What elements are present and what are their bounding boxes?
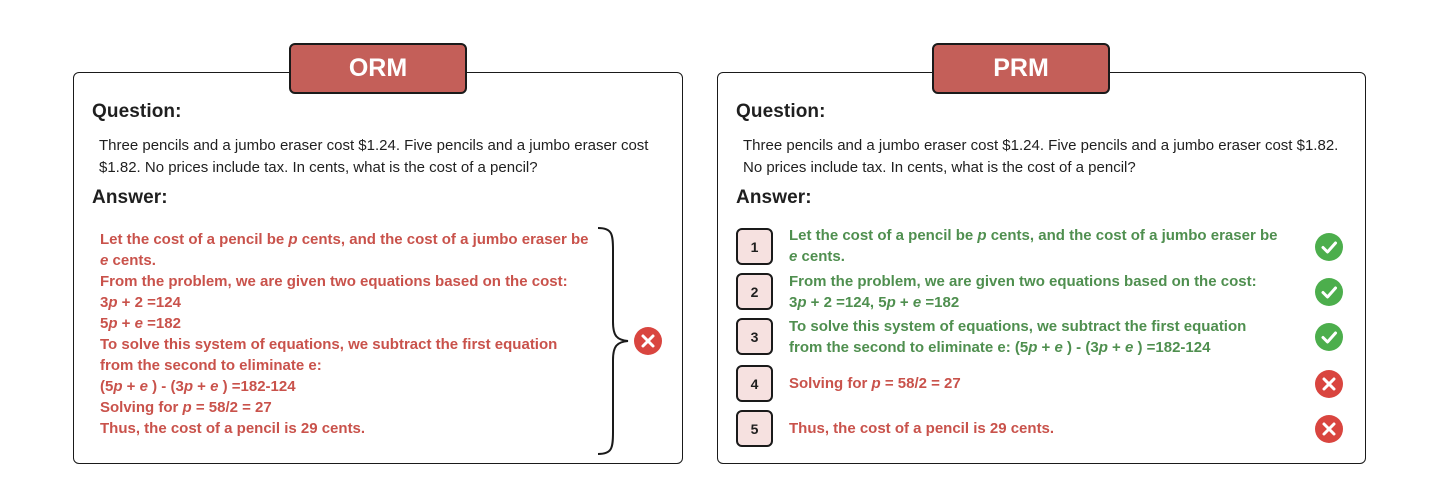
step-text: From the problem, we are given two equat… [789,273,1257,311]
prm-step-4: 4 Solving for p = 58/2 = 27 [736,365,1346,402]
step-number-badge: 1 [736,228,773,265]
prm-step-1: 1 Let the cost of a pencil be p cents, a… [736,227,1346,265]
check-icon [1315,278,1343,306]
orm-answer-line: To solve this system of equations, we su… [100,336,558,353]
check-icon [1315,323,1343,351]
orm-answer-line: Solving for p = 58/2 = 27 [100,399,272,416]
step-text: To solve this system of equations, we su… [789,318,1247,356]
orm-title-banner: ORM [289,43,467,94]
step-number-badge: 2 [736,273,773,310]
prm-step-3: 3 To solve this system of equations, we … [736,318,1346,356]
step-text: Thus, the cost of a pencil is 29 cents. [789,420,1055,437]
orm-answer-line: Let the cost of a pencil be p cents, and… [100,231,589,248]
orm-question-heading: Question: [92,101,182,122]
prm-answer-heading: Answer: [736,187,812,208]
orm-panel: Question: Three pencils and a jumbo eras… [73,72,683,464]
step-number-badge: 4 [736,365,773,402]
prm-question-text: Three pencils and a jumbo eraser cost $1… [743,135,1338,179]
curly-brace-icon [597,227,629,455]
orm-question-text: Three pencils and a jumbo eraser cost $1… [99,135,648,179]
orm-answer-line: 3p + 2 =124 [100,294,181,311]
cross-icon [634,327,662,355]
orm-answer-line: From the problem, we are given two equat… [100,273,568,290]
prm-question-line: No prices include tax. In cents, what is… [743,159,1136,176]
orm-answer-text: Let the cost of a pencil be p cents, and… [100,229,600,439]
prm-step-5: 5 Thus, the cost of a pencil is 29 cents… [736,410,1346,447]
step-number-badge: 3 [736,318,773,355]
cross-icon [1315,370,1343,398]
check-icon [1315,233,1343,261]
step-number-badge: 5 [736,410,773,447]
orm-question-line: Three pencils and a jumbo eraser cost $1… [99,137,649,154]
step-text: Solving for p = 58/2 = 27 [789,375,961,392]
prm-question-line: Three pencils and a jumbo eraser cost $1… [743,137,1339,154]
prm-question-heading: Question: [736,101,826,122]
orm-answer-line: e cents. [100,252,156,269]
step-text: Let the cost of a pencil be p cents, and… [789,227,1278,265]
orm-answer-line: 5p + e =182 [100,315,181,332]
prm-title-banner: PRM [932,43,1110,94]
orm-question-line: $1.82. No prices include tax. In cents, … [99,159,538,176]
prm-panel: Question: Three pencils and a jumbo eras… [717,72,1366,464]
cross-icon [1315,415,1343,443]
orm-answer-heading: Answer: [92,187,168,208]
prm-step-2: 2 From the problem, we are given two equ… [736,273,1346,311]
orm-answer-line: (5p + e ) - (3p + e ) =182-124 [100,378,296,395]
orm-answer-line: Thus, the cost of a pencil is 29 cents. [100,420,366,437]
orm-answer-line: from the second to eliminate e: [100,357,322,374]
